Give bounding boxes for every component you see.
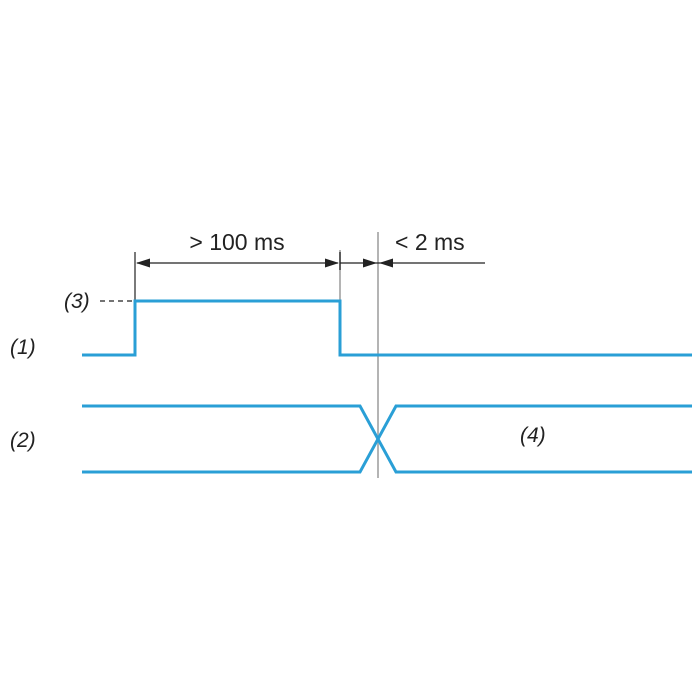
response-time-label: < 2 ms	[395, 229, 465, 255]
pulse-width-label: > 100 ms	[189, 229, 284, 255]
signal-2-upper-waveform	[82, 404, 692, 474]
signal-2-lower-waveform	[82, 404, 692, 474]
marker-4-label: (4)	[520, 424, 546, 447]
response-time-arrow-left	[363, 258, 377, 268]
marker-3-label: (3)	[64, 290, 90, 313]
signal-1-label: (1)	[10, 336, 36, 359]
pulse-width-dimension: > 100 ms	[134, 229, 341, 300]
response-time-dimension: < 2 ms	[340, 229, 485, 268]
signal-1-waveform	[82, 299, 692, 357]
signal-2-label: (2)	[10, 429, 36, 452]
pulse-width-arrow-right	[325, 258, 339, 268]
response-time-arrow-right	[379, 258, 393, 268]
pulse-width-arrow-left	[136, 258, 150, 268]
